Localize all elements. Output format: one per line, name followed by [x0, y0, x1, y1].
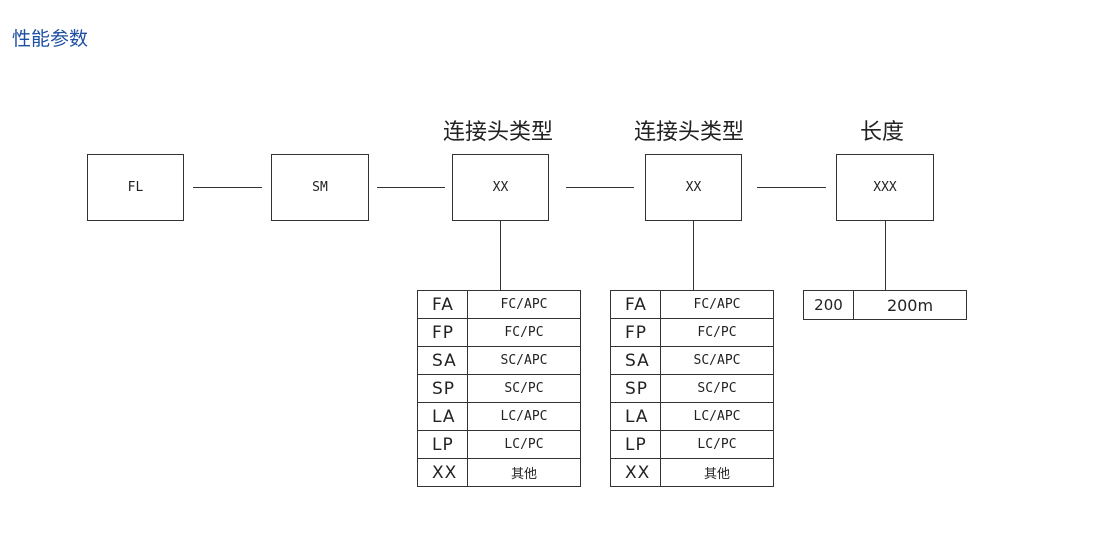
description-cell: LC/APC: [660, 402, 774, 431]
description-cell: SC/PC: [467, 374, 581, 403]
code-cell: XX: [610, 458, 661, 487]
code-cell: XX: [417, 458, 468, 487]
connector-box-1: XX: [452, 154, 549, 221]
drop-line-3: [885, 221, 886, 290]
length-box: XXX: [836, 154, 934, 221]
description-cell: 200m: [853, 290, 967, 320]
code-cell: SP: [417, 374, 468, 403]
code-cell: FA: [417, 290, 468, 319]
drop-line-2: [693, 221, 694, 290]
code-cell: LA: [417, 402, 468, 431]
description-cell: FC/APC: [467, 290, 581, 319]
link-line-3: [566, 187, 634, 188]
code-cell: SA: [610, 346, 661, 375]
page-title: 性能参数: [12, 28, 89, 50]
code-cell: LP: [417, 430, 468, 459]
description-cell: SC/APC: [467, 346, 581, 375]
description-cell: SC/APC: [660, 346, 774, 375]
description-cell: LC/APC: [467, 402, 581, 431]
code-cell: SA: [417, 346, 468, 375]
code-cell: LA: [610, 402, 661, 431]
sm-box: SM: [271, 154, 369, 221]
code-cell: FA: [610, 290, 661, 319]
description-cell: SC/PC: [660, 374, 774, 403]
code-cell: FP: [417, 318, 468, 347]
description-cell: FC/PC: [660, 318, 774, 347]
description-cell: 其他: [660, 458, 774, 487]
link-line-1: [193, 187, 262, 188]
code-cell: FP: [610, 318, 661, 347]
description-cell: LC/PC: [660, 430, 774, 459]
length-header: 长度: [859, 120, 904, 145]
drop-line-1: [500, 221, 501, 290]
connector-box-2: XX: [645, 154, 742, 221]
description-cell: LC/PC: [467, 430, 581, 459]
code-cell: SP: [610, 374, 661, 403]
code-cell: 200: [803, 290, 854, 320]
link-line-4: [757, 187, 826, 188]
description-cell: FC/APC: [660, 290, 774, 319]
connector-type-header-2: 连接头类型: [633, 120, 744, 145]
code-cell: LP: [610, 430, 661, 459]
connector-type-header-1: 连接头类型: [442, 120, 553, 145]
description-cell: FC/PC: [467, 318, 581, 347]
fl-box: FL: [87, 154, 184, 221]
link-line-2: [377, 187, 445, 188]
description-cell: 其他: [467, 458, 581, 487]
